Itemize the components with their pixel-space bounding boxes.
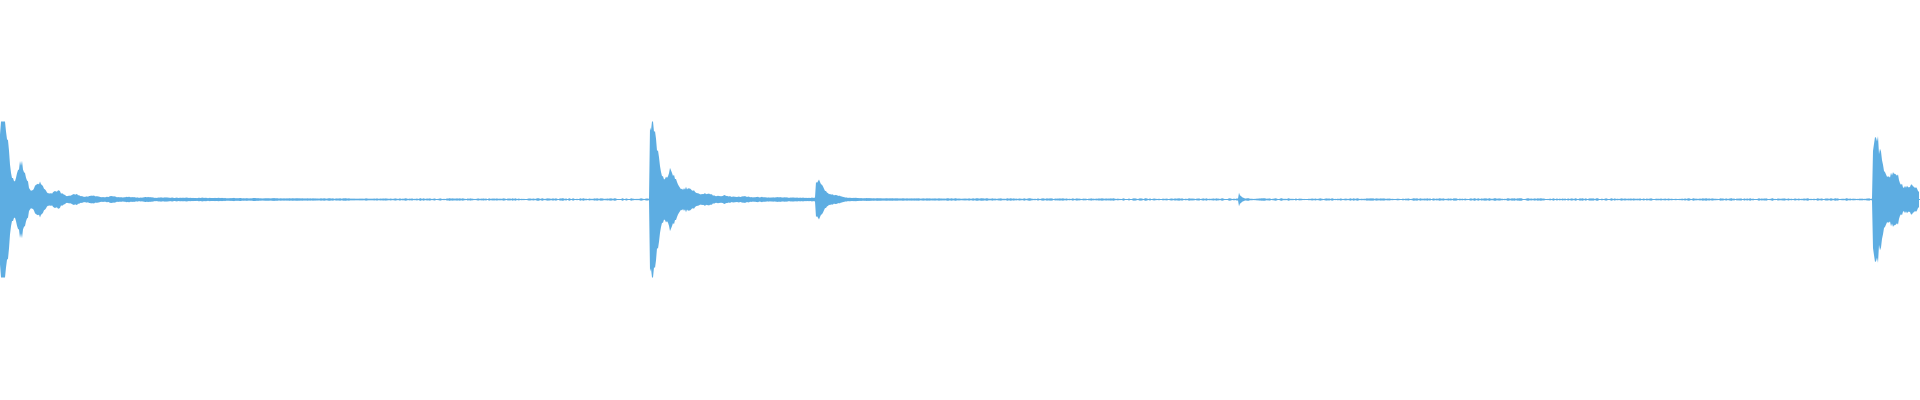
waveform-path (0, 121, 1919, 278)
